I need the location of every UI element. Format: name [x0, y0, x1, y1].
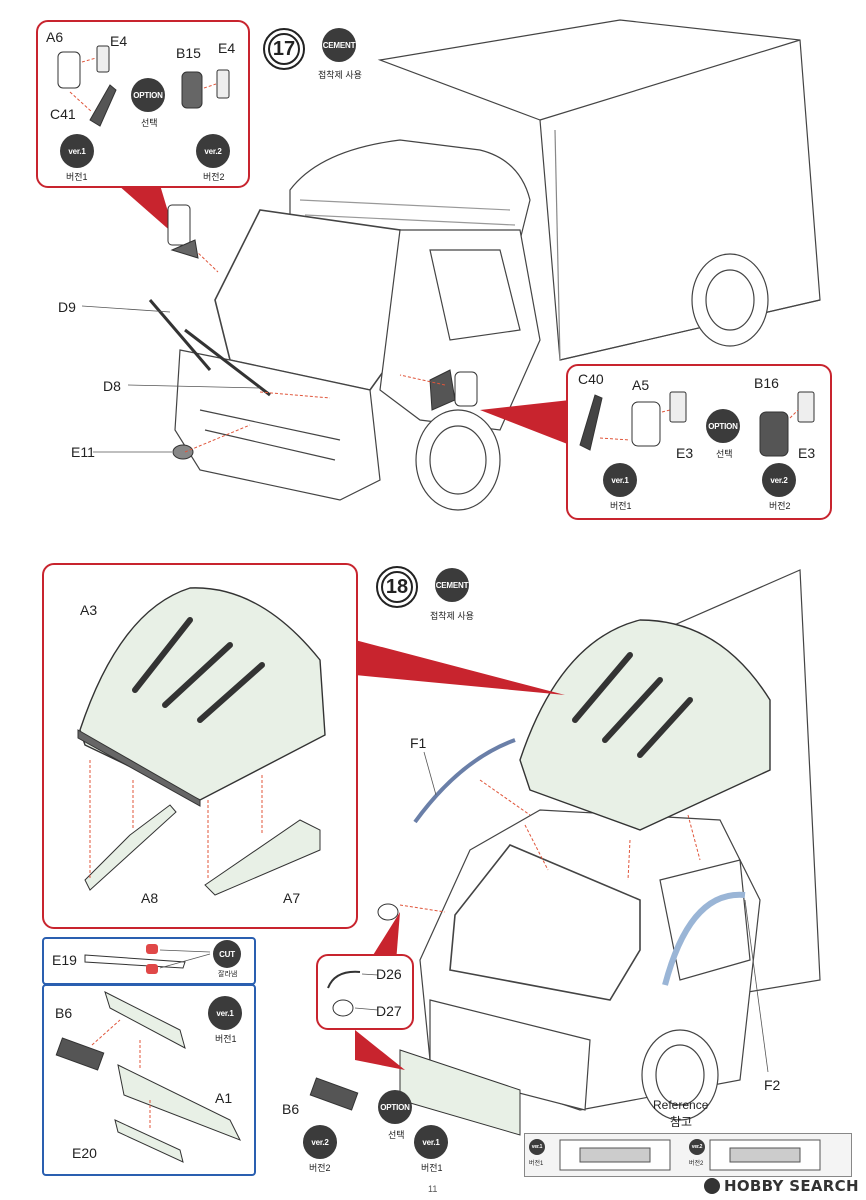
- part-e11-label: E11: [71, 444, 95, 460]
- ver1-label: ver.1: [68, 146, 86, 156]
- part-e20-label: E20: [72, 1145, 97, 1161]
- part-a6-label: A6: [46, 29, 64, 45]
- part-c41-label: C41: [50, 106, 76, 122]
- step-18-number-text: 18: [385, 575, 409, 598]
- part-a3-label: A3: [80, 602, 98, 618]
- ref-ver1-note: 버전1: [529, 1161, 544, 1167]
- option-note: 선택: [716, 449, 733, 459]
- cement-note: 접착제 사용: [430, 611, 474, 621]
- cement-label: CEMENT: [435, 580, 469, 590]
- ver1-note: 버전1: [610, 501, 632, 511]
- ver1-icon: ver.1: [603, 463, 637, 497]
- step-18-number: 18: [376, 566, 418, 608]
- ver2-icon: ver.2: [196, 134, 230, 168]
- cement-label: CEMENT: [322, 40, 356, 50]
- part-a7-label: A7: [283, 890, 301, 906]
- part-b6-label: B6: [55, 1005, 73, 1021]
- option-label: OPTION: [380, 1102, 410, 1112]
- option-label: OPTION: [133, 90, 163, 100]
- part-e19-label: E19: [52, 952, 77, 968]
- step-17-number: 17: [263, 28, 305, 70]
- part-d8-label: D8: [103, 378, 121, 394]
- page-number: 11: [428, 1184, 438, 1194]
- ver1-label: ver.1: [422, 1137, 440, 1147]
- option-icon: OPTION: [378, 1090, 412, 1124]
- cement-icon: CEMENT: [322, 28, 356, 62]
- ver1-icon: ver.1: [60, 134, 94, 168]
- option-note: 선택: [141, 118, 158, 128]
- step-17-number-text: 17: [272, 37, 296, 60]
- ver1-icon: ver.1: [414, 1125, 448, 1159]
- ref-ver2-icon: ver.2: [689, 1139, 705, 1155]
- option-icon: OPTION: [131, 78, 165, 112]
- part-d26-label: D26: [376, 966, 402, 982]
- ver2-note: 버전2: [203, 172, 225, 182]
- ver2-label: ver.2: [311, 1137, 329, 1147]
- cut-icon: CUT: [213, 940, 241, 968]
- part-e3-label: E3: [676, 445, 694, 461]
- ver1-label: ver.1: [216, 1008, 234, 1018]
- part-b15-label: B15: [176, 45, 201, 61]
- cut-note: 잘라냄: [218, 971, 238, 978]
- part-b6b-label: B6: [282, 1101, 300, 1117]
- ver2-label: ver.2: [770, 475, 788, 485]
- ver1-icon: ver.1: [208, 996, 242, 1030]
- cement-icon: CEMENT: [435, 568, 469, 602]
- ver2-note: 버전2: [769, 501, 791, 511]
- part-f2-label: F2: [764, 1077, 781, 1093]
- ver2-note: 버전2: [309, 1163, 331, 1173]
- part-e4-label: E4: [110, 33, 128, 49]
- part-a1-label: A1: [215, 1090, 233, 1106]
- cut-label: CUT: [219, 949, 235, 959]
- part-a5-label: A5: [632, 377, 650, 393]
- part-a8-label: A8: [141, 890, 159, 906]
- part-e3b-label: E3: [798, 445, 816, 461]
- ref-ver1-label: ver.1: [531, 1144, 543, 1150]
- ver2-icon: ver.2: [303, 1125, 337, 1159]
- ver2-icon: ver.2: [762, 463, 796, 497]
- option-icon: OPTION: [706, 409, 740, 443]
- ref-ver2-note: 버전2: [689, 1161, 704, 1167]
- part-d9-label: D9: [58, 299, 76, 315]
- ver1-note: 버전1: [421, 1163, 443, 1173]
- cement-note: 접착제 사용: [318, 70, 362, 80]
- ref-ver1-icon: ver.1: [529, 1139, 545, 1155]
- ver1-note: 버전1: [66, 172, 88, 182]
- part-f1-label: F1: [410, 735, 427, 751]
- watermark-logo-icon: [704, 1178, 720, 1194]
- part-b16-label: B16: [754, 375, 779, 391]
- part-e4b-label: E4: [218, 40, 236, 56]
- ver1-note: 버전1: [215, 1034, 237, 1044]
- step18-mirror-box: [316, 954, 414, 1030]
- ref-ver2-label: ver.2: [691, 1144, 703, 1150]
- option-note: 선택: [388, 1130, 405, 1140]
- part-c40-label: C40: [578, 371, 604, 387]
- ver1-label: ver.1: [611, 475, 629, 485]
- reference-note: 참고: [670, 1115, 693, 1129]
- option-label: OPTION: [708, 421, 738, 431]
- ver2-label: ver.2: [204, 146, 222, 156]
- watermark: HOBBY SEARCH: [724, 1177, 859, 1195]
- reference-label: Reference: [653, 1098, 709, 1112]
- part-d27-label: D27: [376, 1003, 402, 1019]
